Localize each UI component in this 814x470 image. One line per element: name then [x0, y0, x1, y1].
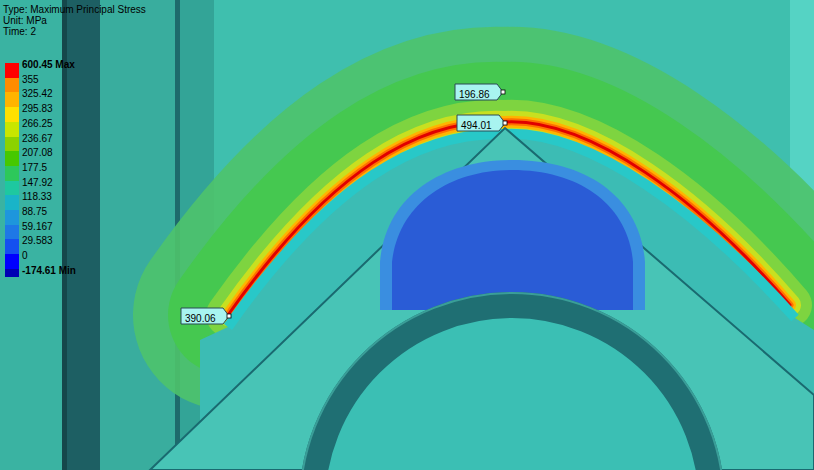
info-text: Type: Maximum Principal Stress	[3, 4, 146, 15]
probe-value: 494.01	[457, 118, 497, 132]
color-swatch	[5, 210, 19, 225]
legend-value: 325.42	[22, 88, 53, 99]
probe-tag: 196.86	[455, 84, 497, 100]
color-swatch	[5, 166, 19, 181]
legend-value: 295.83	[22, 103, 53, 114]
legend-label: 295.83	[22, 103, 53, 114]
color-swatch	[5, 78, 19, 93]
legend-label: 29.583	[22, 235, 53, 246]
info-text: Unit: MPa	[3, 15, 47, 26]
probe-tag: 390.06	[181, 308, 223, 324]
legend-value: -174.61 Min	[22, 265, 76, 276]
legend-value: 236.67	[22, 133, 53, 144]
legend-value: 266.25	[22, 118, 53, 129]
legend-label: 600.45 Max	[22, 59, 75, 70]
color-swatch	[5, 195, 19, 210]
legend-label: 266.25	[22, 118, 53, 129]
color-swatch	[5, 225, 19, 240]
legend-label: 177.5	[22, 162, 47, 173]
probe-value: 196.86	[455, 87, 495, 101]
legend-value: 0	[22, 250, 28, 261]
color-swatch	[5, 107, 19, 122]
legend-value: 355	[22, 74, 39, 85]
color-swatch	[5, 92, 19, 107]
plot-info: Time: 2	[3, 26, 36, 37]
legend-label: 147.92	[22, 177, 53, 188]
color-swatch	[5, 254, 19, 269]
legend-label: 325.42	[22, 88, 53, 99]
probe-value: 390.06	[181, 311, 221, 325]
legend-label: 207.08	[22, 147, 53, 158]
legend-label: 118.33	[22, 191, 52, 202]
legend-value: 177.5	[22, 162, 47, 173]
color-swatch	[5, 151, 19, 166]
legend-label: 59.167	[22, 221, 53, 232]
legend-value: 118.33	[22, 191, 52, 202]
legend-value: 207.08	[22, 147, 53, 158]
color-swatch	[5, 63, 19, 78]
legend-value: 88.75	[22, 206, 47, 217]
color-swatch	[5, 181, 19, 196]
legend-value: 59.167	[22, 221, 53, 232]
legend-label: 0	[22, 250, 28, 261]
color-swatch	[5, 122, 19, 137]
probe-tag: 494.01	[457, 115, 499, 131]
color-swatch	[5, 269, 19, 277]
legend-label: 236.67	[22, 133, 53, 144]
legend-value: 147.92	[22, 177, 53, 188]
legend-label: 88.75	[22, 206, 47, 217]
legend-label: -174.61 Min	[22, 265, 76, 276]
color-swatch	[5, 137, 19, 152]
legend-value: 29.583	[22, 235, 53, 246]
legend-value: 600.45 Max	[22, 59, 75, 70]
info-text: Time: 2	[3, 26, 36, 37]
legend-label: 355	[22, 74, 39, 85]
plot-info: Type: Maximum Principal Stress	[3, 4, 146, 15]
color-swatch	[5, 239, 19, 254]
plot-info: Unit: MPa	[3, 15, 47, 26]
